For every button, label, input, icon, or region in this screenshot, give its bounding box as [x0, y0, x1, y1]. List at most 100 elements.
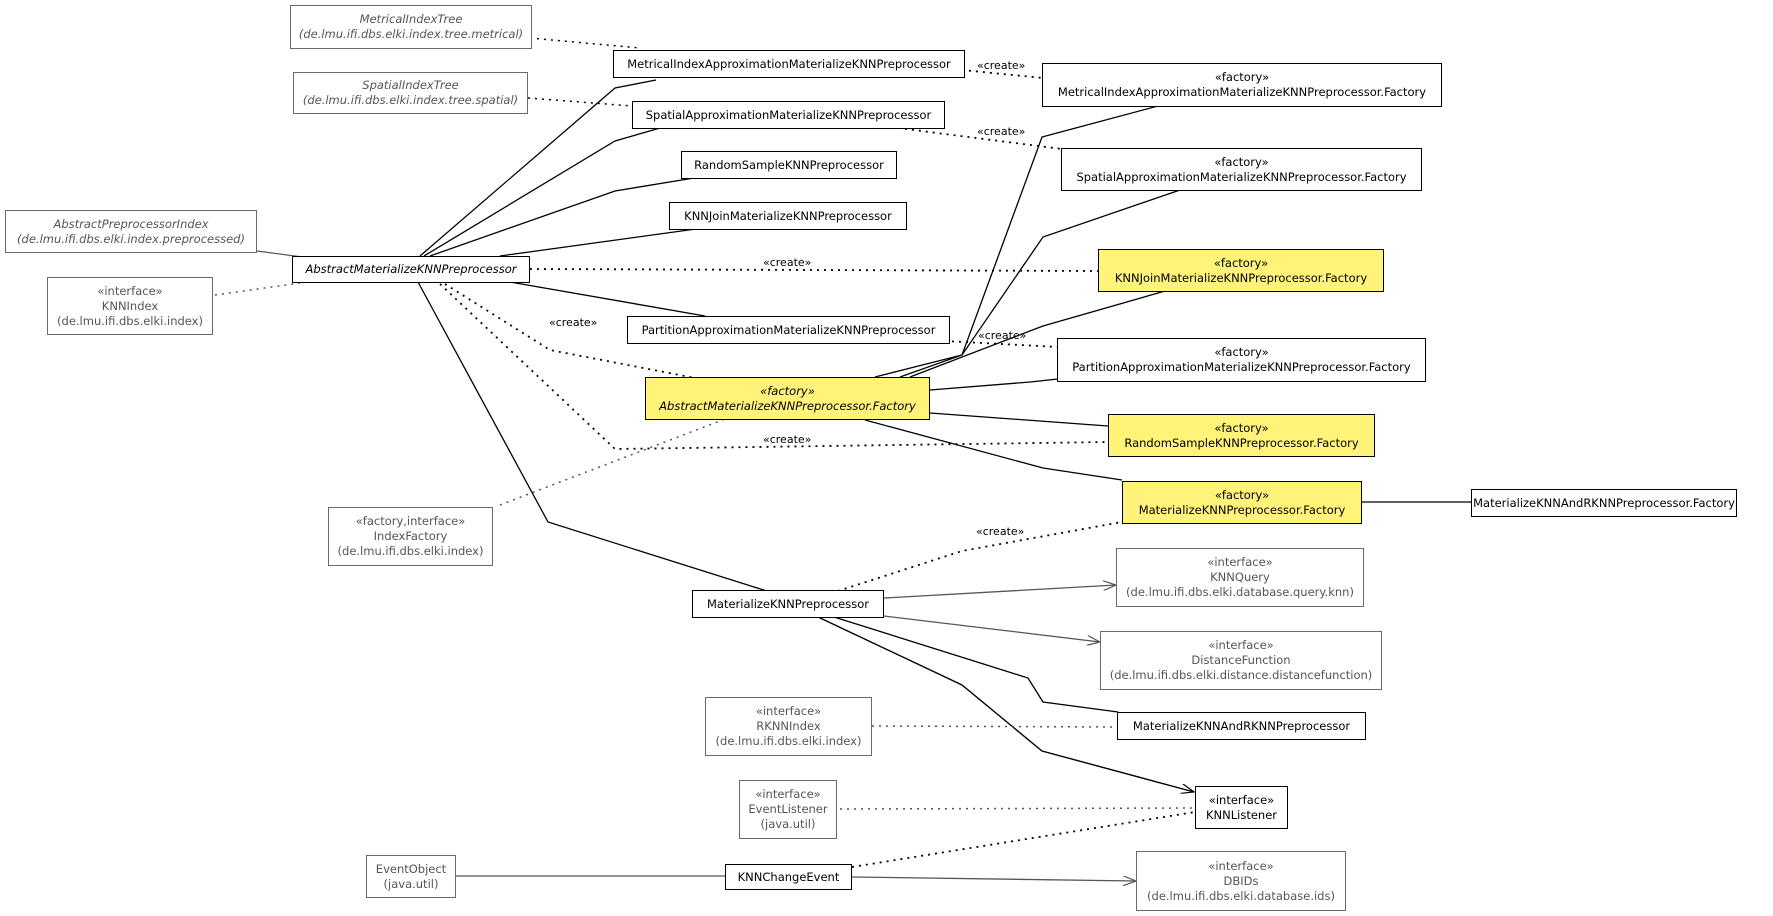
edge-materialize-to-knnrknn	[833, 616, 1119, 713]
create-label: «create»	[977, 59, 1026, 72]
edge-abstract-to-random	[429, 176, 701, 257]
edge-knnchangeevent-to-dbids	[851, 877, 1136, 881]
class-partition-approximation-preprocessor[interactable]: PartitionApproximationMaterializeKNNPrep…	[627, 316, 950, 344]
class-spatial-approximation-factory[interactable]: «factory» SpatialApproximationMaterializ…	[1061, 148, 1422, 191]
create-label: «create»	[978, 329, 1027, 342]
class-package: (de.lmu.ifi.dbs.elki.database.ids)	[1147, 888, 1335, 903]
class-abstract-materialize-factory[interactable]: «factory» AbstractMaterializeKNNPreproce…	[645, 377, 930, 420]
class-name: MetricalIndexApproximationMaterializeKNN…	[1057, 85, 1427, 99]
class-materialize-knn-preprocessor[interactable]: MaterializeKNNPreprocessor	[692, 590, 884, 618]
class-spatial-index-tree[interactable]: SpatialIndexTree (de.lmu.ifi.dbs.elki.in…	[293, 72, 528, 114]
class-stereotype: «interface»	[1207, 555, 1273, 569]
class-stereotype: «factory»	[1214, 420, 1269, 435]
interface-knn-index[interactable]: «interface» KNNIndex (de.lmu.ifi.dbs.elk…	[47, 277, 213, 335]
edge-abstract-to-metrical-approx	[419, 79, 657, 257]
class-abstract-preprocessor-index[interactable]: AbstractPreprocessorIndex (de.lmu.ifi.db…	[5, 210, 257, 253]
interface-knn-listener[interactable]: «interface» KNNListener	[1195, 786, 1288, 829]
edge-materialize-to-knnquery	[883, 585, 1116, 599]
class-name: MaterializeKNNPreprocessor.Factory	[1138, 502, 1346, 517]
class-stereotype: «factory»	[1214, 70, 1270, 84]
class-metrical-index-approximation-preprocessor[interactable]: MetricalIndexApproximationMaterializeKNN…	[613, 50, 965, 78]
class-name: PartitionApproximationMaterializeKNNPrep…	[641, 322, 936, 337]
class-name: SpatialApproximationMaterializeKNNPrepro…	[645, 107, 932, 122]
edge-knnchangeevent-to-knnlistener	[851, 811, 1196, 868]
class-knn-change-event[interactable]: KNNChangeEvent	[725, 864, 852, 890]
class-name: DBIDs	[1223, 873, 1259, 888]
edge-abstract-to-partition	[509, 281, 706, 317]
class-name: MetricalIndexTree	[359, 12, 463, 26]
class-random-sample-factory[interactable]: «factory» RandomSampleKNNPreprocessor.Fa…	[1108, 414, 1375, 457]
class-stereotype: «interface»	[755, 704, 822, 718]
edge-knnindex	[214, 282, 301, 296]
class-stereotype: «factory»	[1214, 345, 1269, 359]
class-knn-join-factory[interactable]: «factory» KNNJoinMaterializeKNNPreproces…	[1098, 249, 1384, 292]
interface-knn-query[interactable]: «interface» KNNQuery (de.lmu.ifi.dbs.elk…	[1116, 548, 1364, 607]
class-name: KNNJoinMaterializeKNNPreprocessor.Factor…	[1114, 270, 1368, 285]
class-package: (de.lmu.ifi.dbs.elki.index)	[337, 544, 484, 558]
interface-dbids[interactable]: «interface» DBIDs (de.lmu.ifi.dbs.elki.d…	[1136, 851, 1346, 911]
create-label: «create»	[763, 433, 812, 446]
class-name: KNNJoinMaterializeKNNPreprocessor	[684, 208, 892, 223]
class-name: EventObject	[375, 861, 447, 876]
class-random-sample-preprocessor[interactable]: RandomSampleKNNPreprocessor	[681, 151, 897, 179]
edge-factory-to-metrical-factory	[874, 105, 1159, 378]
class-stereotype: «factory»	[760, 383, 815, 398]
edge-abstract-to-knnjoin	[499, 228, 697, 257]
interface-distance-function[interactable]: «interface» DistanceFunction (de.lmu.ifi…	[1100, 631, 1382, 690]
class-package: (java.util)	[760, 817, 816, 831]
class-name: MaterializeKNNAndRKNNPreprocessor.Factor…	[1473, 495, 1735, 510]
interface-event-listener[interactable]: «interface» EventListener (java.util)	[739, 780, 837, 839]
class-knn-and-rknn-factory[interactable]: MaterializeKNNAndRKNNPreprocessor.Factor…	[1471, 489, 1737, 517]
class-metrical-index-tree[interactable]: MetricalIndexTree (de.lmu.ifi.dbs.elki.i…	[290, 5, 532, 49]
interface-index-factory[interactable]: «factory,interface» IndexFactory (de.lmu…	[328, 507, 493, 566]
class-package: (de.lmu.ifi.dbs.elki.index.preprocessed)	[17, 231, 245, 246]
class-stereotype: «factory»	[1213, 255, 1269, 270]
edge-factory-to-partition-factory	[929, 378, 1059, 391]
class-name: EventListener	[748, 802, 828, 816]
class-name: SpatialApproximationMaterializeKNNPrepro…	[1076, 169, 1407, 184]
class-package: (de.lmu.ifi.dbs.elki.index)	[715, 734, 862, 748]
edge-factory-to-materialize-factory	[864, 419, 1123, 481]
class-stereotype: «factory,interface»	[355, 514, 466, 528]
class-name: DistanceFunction	[1191, 653, 1291, 667]
class-package: (de.lmu.ifi.dbs.elki.database.query.knn)	[1126, 585, 1354, 599]
create-label: «create»	[976, 525, 1025, 538]
edge-metrical-tree	[529, 37, 641, 49]
class-materialize-factory[interactable]: «factory» MaterializeKNNPreprocessor.Fac…	[1122, 481, 1362, 524]
class-metrical-approximation-factory[interactable]: «factory» MetricalIndexApproximationMate…	[1042, 63, 1442, 107]
class-stereotype: «interface»	[1208, 858, 1274, 873]
class-name: SpatialIndexTree	[362, 78, 459, 92]
class-materialize-knn-and-rknn-preprocessor[interactable]: MaterializeKNNAndRKNNPreprocessor	[1117, 712, 1366, 740]
class-name: PartitionApproximationMaterializeKNNPrep…	[1072, 360, 1411, 374]
class-abstract-materialize-knn-preprocessor[interactable]: AbstractMaterializeKNNPreprocessor	[292, 256, 530, 283]
class-stereotype: «factory»	[1214, 487, 1270, 502]
class-package: (de.lmu.ifi.dbs.elki.index.tree.metrical…	[298, 27, 524, 41]
class-knn-join-preprocessor[interactable]: KNNJoinMaterializeKNNPreprocessor	[669, 202, 907, 230]
class-partition-approximation-factory[interactable]: «factory» PartitionApproximationMaterial…	[1057, 338, 1426, 382]
class-package: (java.util)	[383, 876, 439, 891]
edge-factory-to-spatial-factory	[899, 189, 1181, 378]
edge-create-knnjoin-factory	[529, 268, 1099, 272]
class-name: KNNChangeEvent	[737, 869, 840, 884]
edge-materialize-to-distancefunction	[883, 615, 1100, 642]
class-spatial-approximation-preprocessor[interactable]: SpatialApproximationMaterializeKNNPrepro…	[632, 101, 945, 129]
class-name: MaterializeKNNAndRKNNPreprocessor	[1132, 718, 1351, 733]
edge-eventlistener	[839, 807, 1196, 810]
class-stereotype: «interface»	[97, 283, 163, 298]
class-name: KNNIndex	[101, 298, 159, 313]
edge-factory-to-random-factory	[929, 412, 1109, 427]
class-name: KNNQuery	[1210, 570, 1270, 584]
class-name: AbstractPreprocessorIndex	[53, 216, 209, 231]
edge-factory-to-knnjoin-factory	[909, 290, 1166, 378]
class-name: RandomSampleKNNPreprocessor	[694, 157, 884, 172]
class-package: (de.lmu.ifi.dbs.elki.index)	[57, 313, 203, 328]
edge-rknnindex	[871, 725, 1119, 728]
class-event-object[interactable]: EventObject (java.util)	[366, 855, 456, 898]
class-name: AbstractMaterializeKNNPreprocessor	[305, 262, 517, 276]
create-label: «create»	[763, 256, 812, 269]
interface-rknn-index[interactable]: «interface» RKNNIndex (de.lmu.ifi.dbs.el…	[705, 697, 872, 756]
edge-create-materialize-factory	[837, 521, 1123, 592]
class-stereotype: «factory»	[1214, 154, 1269, 169]
